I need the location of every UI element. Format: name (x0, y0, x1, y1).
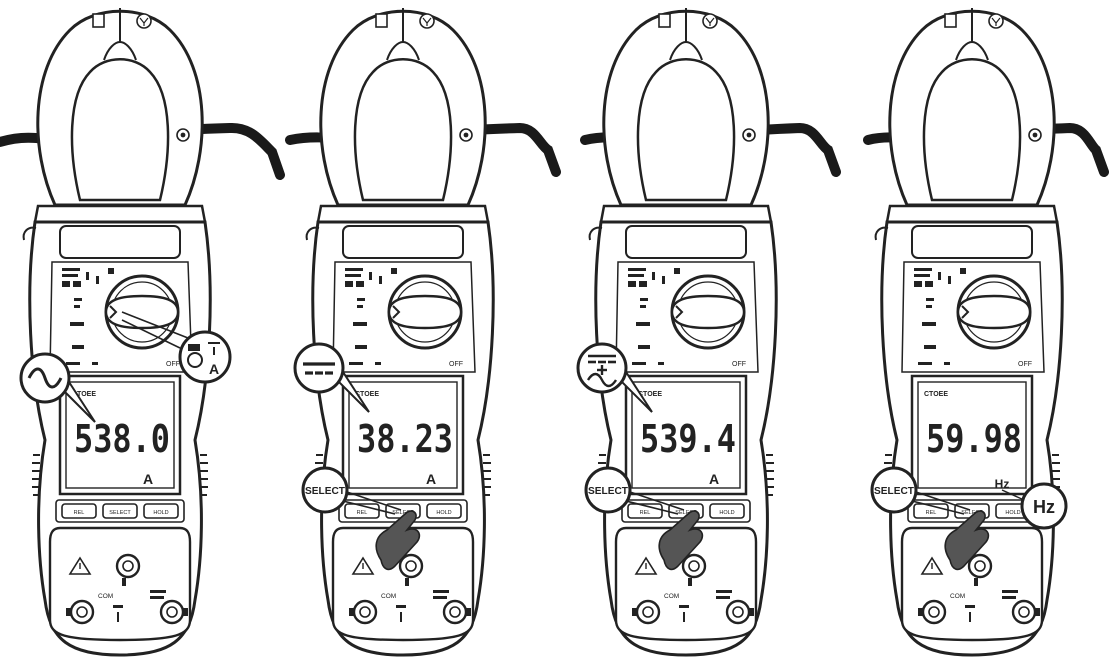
lcd-unit: Hz (995, 477, 1010, 491)
lcd-reading: 59.98 (926, 417, 1022, 461)
dial-position-callout: A (121, 311, 232, 384)
lcd-unit: A (426, 471, 436, 487)
select-callout: SELECT (301, 466, 402, 515)
acdc-symbol-icon (586, 354, 618, 388)
lcd-mode-label: CTOEE (72, 391, 96, 398)
lcd-reading: 538.0 (74, 417, 170, 461)
lcd-mode-label: CTOEE (924, 391, 948, 398)
lcd-reading: 38.23 (357, 417, 453, 461)
pressing-hand-icon (944, 510, 990, 571)
mode-callout (293, 342, 370, 413)
lcd-unit: A (143, 471, 153, 487)
hz-callout: Hz (1001, 482, 1068, 530)
clamp-meter-body (22, 6, 212, 657)
pressing-hand-icon (375, 510, 421, 571)
lcd-reading: 539.4 (640, 417, 736, 461)
select-button-label: SELECT (305, 486, 345, 497)
ac-wave-icon (27, 367, 63, 389)
lcd-unit: A (709, 471, 719, 487)
select-callout: SELECT (584, 466, 685, 515)
select-callout: SELECT (870, 466, 971, 515)
mode-callout (576, 342, 653, 413)
select-button-label: SELECT (588, 486, 628, 497)
dial-unit-label: A (209, 361, 219, 377)
lcd-mode-label: CTOEE (638, 391, 662, 398)
mode-callout (19, 352, 96, 423)
pressing-hand-icon (658, 510, 704, 571)
select-button-label: SELECT (874, 486, 914, 497)
hz-badge-label: Hz (1033, 497, 1055, 517)
clamp-meter-panel: CTOEE 38.23A SELECT (293, 6, 495, 657)
clamp-meter-panel: CTOEE 539.4A SELECT (576, 6, 778, 657)
lcd-mode-label: CTOEE (355, 391, 379, 398)
dc-symbol-icon (303, 362, 335, 375)
